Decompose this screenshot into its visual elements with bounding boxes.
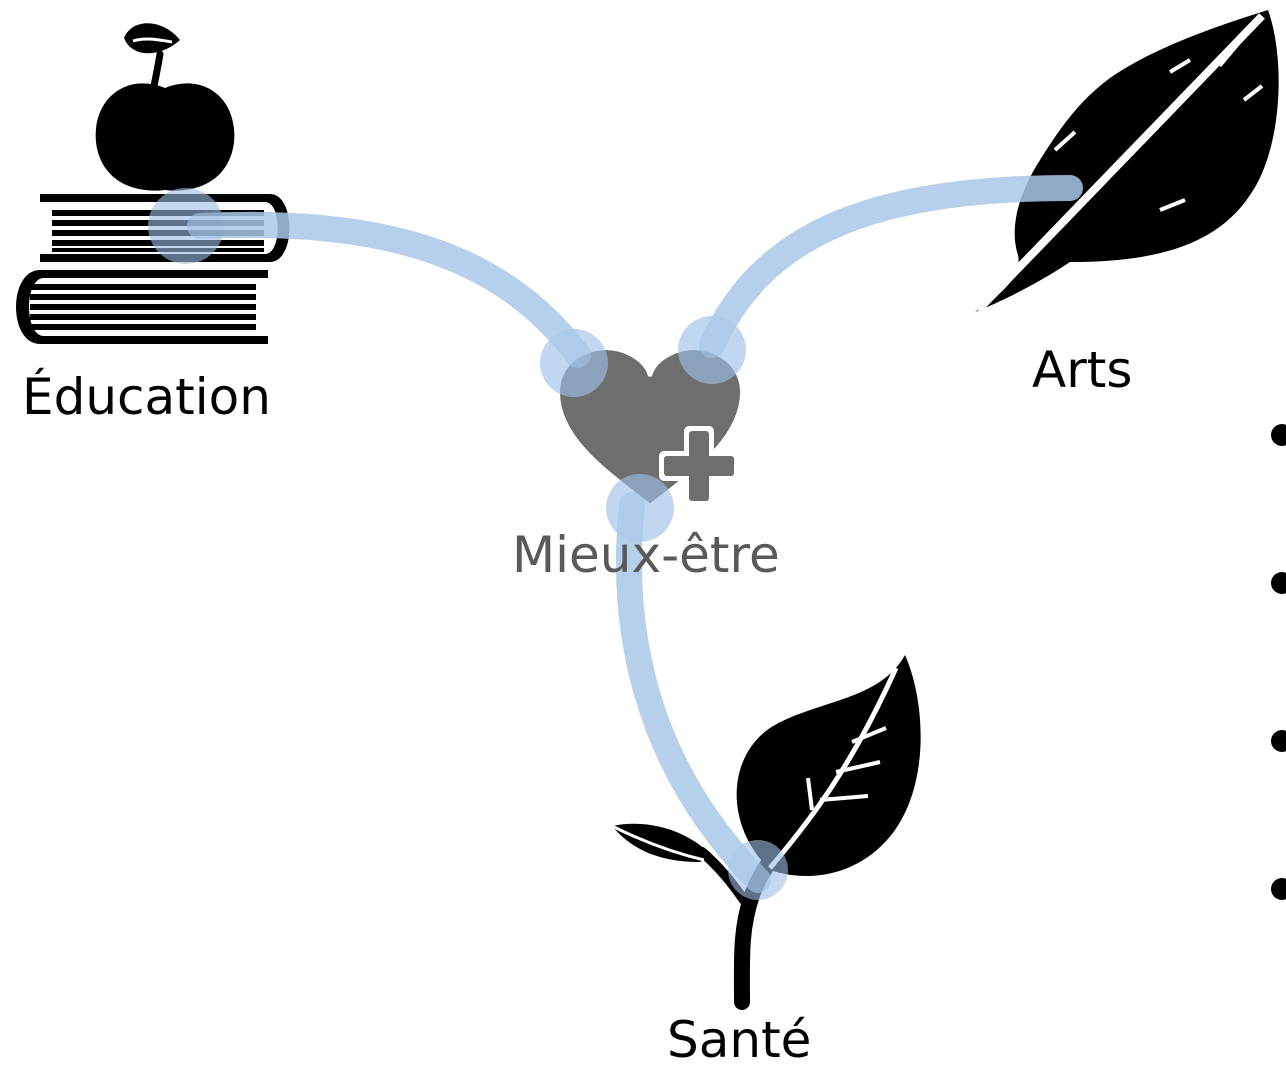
list-bullet (1271, 730, 1286, 752)
feather-quill-icon (975, 10, 1279, 313)
connector-sante (616, 492, 771, 893)
connectors (148, 175, 1083, 900)
node-label-education: Éducation (22, 368, 271, 426)
connector-education (187, 211, 591, 368)
joint-sante (728, 840, 788, 900)
node-label-sante: Santé (667, 1011, 812, 1069)
apple-on-books-icon (16, 23, 290, 344)
list-bullet (1271, 424, 1286, 446)
connector-arts (699, 175, 1083, 358)
joint-center-right (678, 316, 746, 384)
joint-center-left (540, 329, 608, 397)
list-bullet (1271, 572, 1286, 594)
list-bullet (1271, 878, 1286, 900)
center-label: Mieux-être (512, 526, 780, 584)
node-label-arts: Arts (1032, 341, 1133, 399)
joint-education (148, 188, 224, 264)
joint-center-bottom (606, 474, 674, 542)
heart-plus-icon (555, 346, 745, 509)
